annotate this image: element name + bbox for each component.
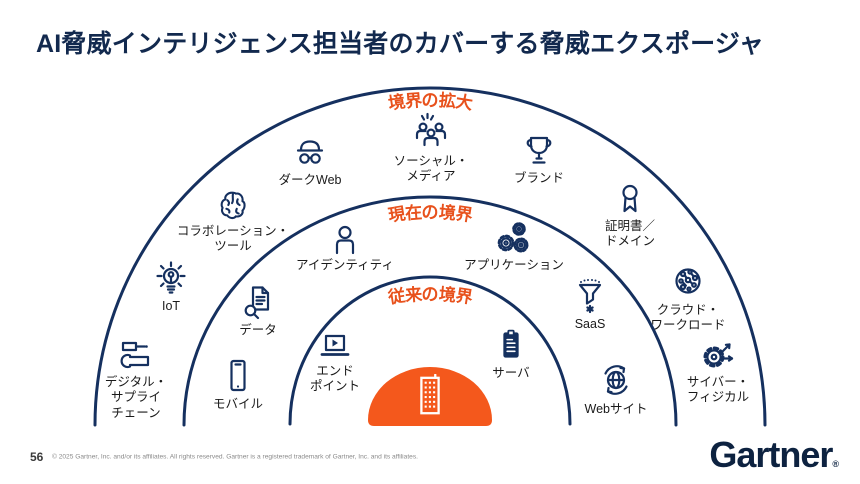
gartner-logo-text: Gartner <box>709 434 833 475</box>
gartner-logo: Gartner® <box>709 434 839 476</box>
ring-label-traditional: 従来の境界 <box>386 284 474 308</box>
item-label: アイデンティティ <box>296 258 394 272</box>
item-iot: IoT <box>121 261 221 314</box>
tools-icon <box>115 337 157 373</box>
item-label: ソーシャル・ メディア <box>393 154 469 184</box>
item-digital-supply-chain: デジタル・ サプライ チェーン <box>76 337 196 421</box>
item-website: Webサイト <box>556 360 676 417</box>
item-label: サーバ <box>492 366 530 380</box>
copyright-text: © 2025 Gartner, Inc. and/or its affiliat… <box>52 453 418 461</box>
gear-arrows-icon <box>698 335 738 373</box>
item-label: 証明書／ ドメイン <box>604 219 655 249</box>
item-social-media: ソーシャル・ メディア <box>371 112 491 185</box>
item-label: Webサイト <box>584 402 648 416</box>
ring-label-current: 現在の境界 <box>386 202 474 226</box>
inner-ring-arc <box>288 275 572 426</box>
registered-mark: ® <box>832 459 839 469</box>
clipboard-icon <box>493 326 529 364</box>
outer-ring-arc <box>93 86 767 427</box>
item-application: アプリケーション <box>454 220 574 273</box>
laptop-icon <box>315 330 355 362</box>
middle-ring-arc <box>182 195 678 427</box>
item-cloud-workload: クラウド・ ワークロード <box>623 261 753 334</box>
brain-icon <box>214 188 252 222</box>
item-label: IoT <box>161 299 181 313</box>
person-icon <box>325 222 365 256</box>
item-certificate-domain: 証明書／ ドメイン <box>570 181 690 250</box>
lightbulb-icon <box>151 261 191 297</box>
item-mobile: モバイル <box>188 357 288 412</box>
item-label: アプリケーション <box>464 258 564 272</box>
item-label: コラボレーション・ ツール <box>176 224 290 254</box>
item-label: ブランド <box>513 171 564 185</box>
item-label: データ <box>239 323 277 337</box>
item-label: サイバー・ フィジカル <box>686 375 750 405</box>
item-label: ダークWeb <box>278 173 342 187</box>
building-icon <box>409 374 451 418</box>
gears-icon <box>494 220 534 256</box>
item-label: モバイル <box>212 397 263 411</box>
document-search-icon <box>239 283 277 321</box>
network-sphere-icon <box>668 261 708 301</box>
item-label: クラウド・ ワークロード <box>650 303 726 333</box>
medal-icon <box>610 181 650 217</box>
trophy-icon <box>519 133 559 169</box>
item-server: サーバ <box>461 326 561 381</box>
item-endpoint: エンド ポイント <box>285 330 385 395</box>
funnel-icon <box>570 277 610 315</box>
spy-icon <box>290 137 330 171</box>
item-label: SaaS <box>574 317 606 331</box>
page-title: AI脅威インテリジェンス担当者のカバーする脅威エクスポージャ <box>36 30 765 58</box>
item-brand: ブランド <box>479 133 599 186</box>
item-label: デジタル・ サプライ チェーン <box>104 375 168 420</box>
item-saas: SaaS <box>540 277 640 332</box>
item-label: エンド ポイント <box>309 364 360 394</box>
item-identity: アイデンティティ <box>285 222 405 273</box>
item-data: データ <box>208 283 308 338</box>
people-sparkle-icon <box>409 112 453 152</box>
globe-sync-icon <box>596 360 636 400</box>
item-dark-web: ダークWeb <box>250 137 370 188</box>
item-cyber-physical: サイバー・ フィジカル <box>658 335 778 406</box>
page-number: 56 <box>30 450 44 464</box>
item-collaboration-tools: コラボレーション・ ツール <box>158 188 308 255</box>
smartphone-icon <box>218 357 258 395</box>
ring-label-expanding: 境界の拡大 <box>386 90 474 114</box>
